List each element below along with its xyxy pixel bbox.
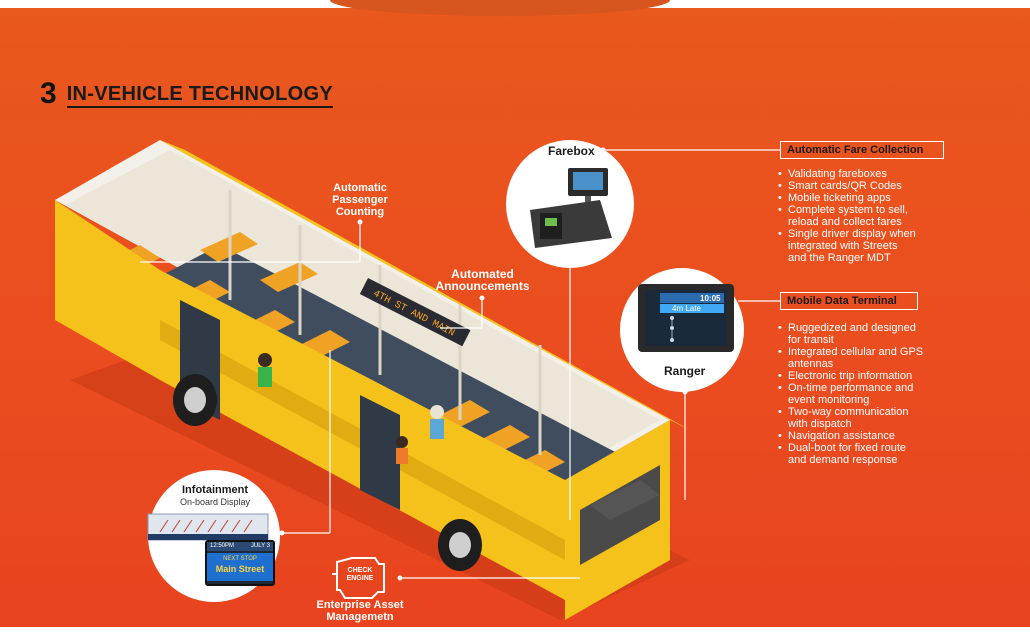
mdt-list: Ruggedized and designed for transit Inte…: [778, 322, 978, 466]
mdt-item: Dual-boot for fixed route and demand res…: [778, 442, 978, 466]
section-number: 3: [40, 77, 57, 110]
farebox-circle: [506, 140, 634, 268]
bottom-border: [0, 627, 1030, 633]
afc-item: Mobile ticketing apps: [778, 192, 968, 204]
afc-item: Validating fareboxes: [778, 168, 968, 180]
section-heading: IN-VEHICLE TECHNOLOGY: [66, 84, 333, 108]
afc-list: Validating fareboxes Smart cards/QR Code…: [778, 168, 968, 264]
afc-title: Automatic Fare Collection: [780, 141, 944, 159]
check-engine-line2: ENGINE: [346, 575, 374, 582]
mdt-item: On-time performance and event monitoring: [778, 382, 978, 406]
infotainment-subtitle: On-board Display: [179, 497, 251, 507]
display-next-stop-label: NEXT STOP: [223, 556, 257, 562]
asset-management-label: Enterprise Asset Managemetn: [316, 599, 404, 623]
check-engine-text: CHECK ENGINE: [341, 567, 379, 583]
section-title: 3 IN-VEHICLE TECHNOLOGY: [40, 77, 333, 110]
mdt-item: Integrated cellular and GPS antennas: [778, 346, 978, 370]
mdt-title: Mobile Data Terminal: [780, 292, 918, 310]
mdt-item: Two-way communication with dispatch: [778, 406, 978, 430]
infotainment-title: Infotainment: [182, 484, 248, 496]
ranger-label: Ranger: [664, 364, 706, 378]
display-date: JULY 3: [250, 543, 270, 549]
display-header: [207, 542, 273, 551]
next-stop-display: 12:50PM JULY 3 NEXT STOP Main Street: [205, 540, 275, 586]
ranger-screen-time: 10:05: [700, 294, 721, 303]
top-tab: [330, 0, 670, 16]
mdt-item: Electronic trip information: [778, 370, 978, 382]
announcements-label: Automated Announcements: [435, 267, 530, 293]
afc-item: Smart cards/QR Codes: [778, 180, 968, 192]
apc-label: Automatic Passenger Counting: [332, 182, 388, 218]
mdt-item: Ruggedized and designed for transit: [778, 322, 978, 346]
display-body: [207, 553, 273, 581]
display-time: 12:50PM: [210, 543, 235, 549]
display-next-stop: Main Street: [215, 564, 265, 574]
ranger-screen-status: 4m Late: [672, 304, 701, 313]
afc-item: Single driver display when integrated wi…: [778, 228, 968, 264]
farebox-label: Farebox: [548, 144, 595, 158]
check-engine-line1: CHECK: [347, 567, 373, 574]
mdt-item: Navigation assistance: [778, 430, 978, 442]
afc-item: Complete system to sell, reload and coll…: [778, 204, 968, 228]
